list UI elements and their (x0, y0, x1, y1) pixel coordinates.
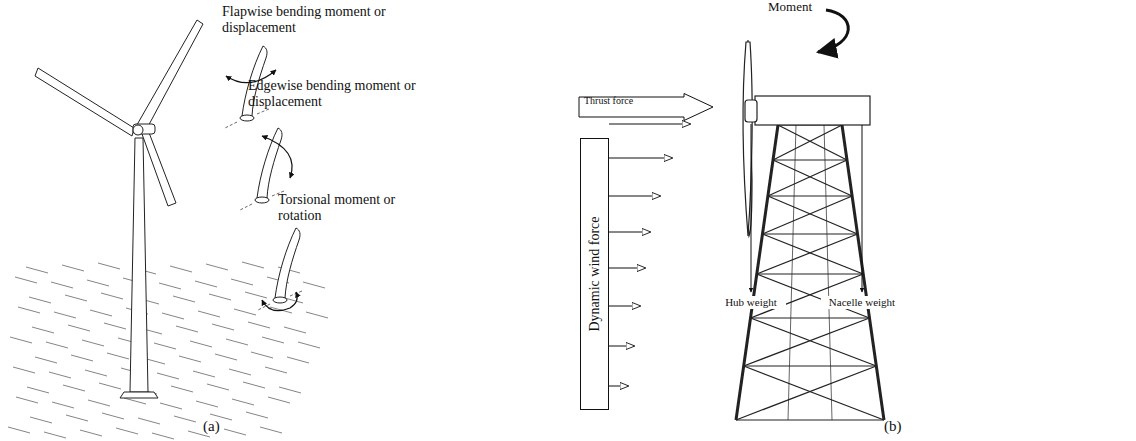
wind-arrows (609, 124, 690, 386)
blade-load-label: Torsional moment or rotation (278, 192, 418, 224)
blade-load-label: Edgewise bending moment or displacement (248, 78, 448, 110)
load-label: Moment (768, 0, 828, 15)
force-label: Thrust force (584, 95, 633, 106)
lattice-tower (736, 125, 884, 420)
panel-caption: (a) (203, 418, 233, 435)
nacelle-weight-arrow (862, 125, 863, 292)
load-label: Dynamic wind force (587, 216, 603, 331)
turbine-head (743, 40, 870, 236)
load-label: Nacelle weight (821, 296, 903, 309)
thrust-arrow: Thrust force (578, 93, 714, 121)
blade-load-label: Flapwise bending moment or displacement (222, 4, 422, 36)
torsional-blade (258, 228, 302, 311)
wind-turbine (35, 20, 203, 398)
wind-load-box: Dynamic wind force (580, 138, 609, 410)
hub-weight-arrow (751, 124, 752, 292)
load-label: Hub weight (716, 296, 786, 309)
moment-arrow (818, 10, 848, 52)
panel-caption: (b) (884, 418, 914, 435)
